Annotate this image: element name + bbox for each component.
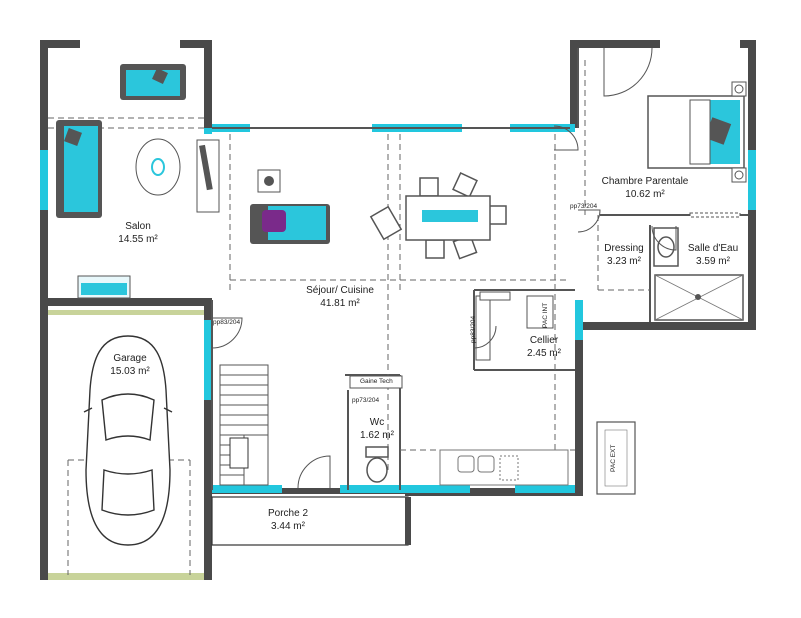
pac-ext-label: PAC EXT (610, 444, 617, 472)
door-label-1: pp83/204 (213, 319, 241, 326)
garage-label: Garage 15.03 m² (100, 352, 160, 378)
salle-eau-name: Salle d'Eau (687, 243, 739, 254)
kitchen-counter (439, 449, 569, 486)
side-table (257, 169, 281, 193)
chambre-name: Chambre Parentale (601, 176, 689, 187)
porche-label: Porche 2 3.44 m² (258, 507, 318, 533)
sejour-name: Séjour/ Cuisine (306, 285, 374, 296)
door-label-4: pp73/204 (352, 397, 380, 404)
staircase (219, 364, 269, 486)
porche-post (405, 497, 411, 545)
shower (654, 274, 744, 321)
garage-name: Garage (113, 353, 147, 364)
wc-label: Wc 1.62 m² (358, 416, 396, 442)
sejour-label: Séjour/ Cuisine 41.81 m² (290, 284, 390, 310)
salon-sofa-top (120, 64, 186, 100)
door-label-2: pp73/204 (570, 203, 598, 210)
gaine-tech-box (349, 375, 403, 389)
salle-eau-area: 3.59 m² (696, 256, 730, 267)
living-sofa (250, 204, 330, 244)
door-label-3: pp83/204 (470, 315, 477, 343)
bookshelf (77, 275, 131, 299)
sejour-area: 41.81 m² (320, 298, 360, 309)
bed (647, 95, 745, 169)
dressing-area: 3.23 m² (607, 256, 641, 267)
cellier-area: 2.45 m² (527, 348, 561, 359)
dressing-label: Dressing 3.23 m² (598, 242, 650, 268)
toilet (365, 446, 389, 483)
door-swings (211, 47, 677, 489)
wardrobe-rail (689, 212, 741, 218)
porche-area: 3.44 m² (271, 521, 305, 532)
chambre-area: 10.62 m² (625, 189, 665, 200)
armchair (369, 205, 403, 241)
porche-name: Porche 2 (267, 508, 309, 519)
salon-rug (135, 138, 181, 196)
cellier-name: Cellier (529, 335, 559, 346)
wc-name: Wc (369, 417, 385, 428)
dressing-name: Dressing (604, 243, 644, 254)
salon-area: 14.55 m² (118, 234, 158, 245)
night-tables (731, 81, 747, 183)
gaine-tech-label: Gaine Tech (360, 378, 393, 385)
tv-unit (196, 139, 220, 213)
dining-table (405, 172, 507, 260)
pac-int-label: PAC INT (542, 302, 549, 328)
wc-area: 1.62 m² (360, 430, 394, 441)
salon-name: Salon (125, 221, 151, 232)
chambre-label: Chambre Parentale 10.62 m² (590, 175, 700, 201)
sink (653, 227, 679, 267)
salle-eau-label: Salle d'Eau 3.59 m² (682, 242, 744, 268)
salon-sofa-left (56, 120, 102, 218)
cellier-label: Cellier 2.45 m² (522, 334, 566, 360)
salon-label: Salon 14.55 m² (100, 220, 176, 246)
car (83, 335, 173, 546)
garage-area: 15.03 m² (110, 366, 150, 377)
